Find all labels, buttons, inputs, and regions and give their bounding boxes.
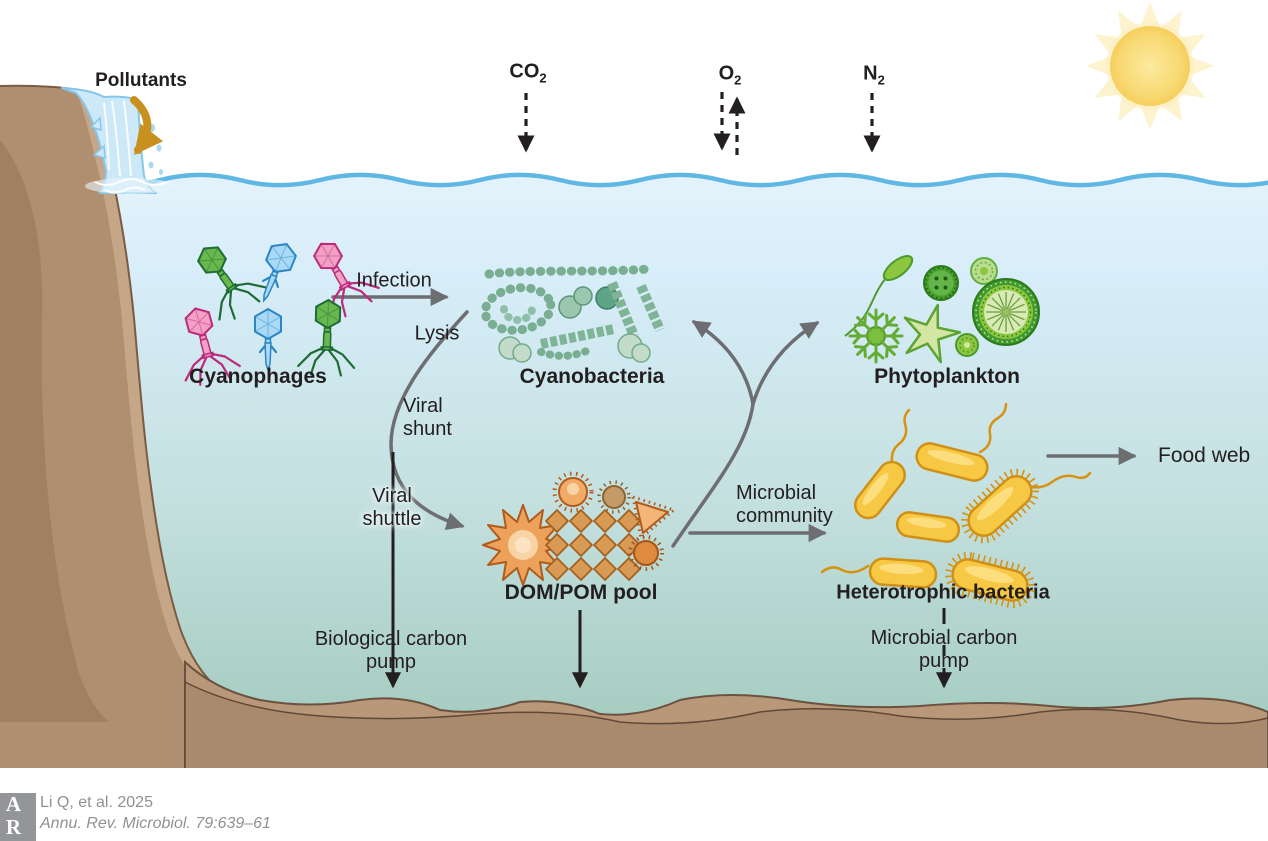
dom-particle-brown-icon [597, 480, 631, 514]
seafloor [184, 659, 1268, 770]
bottom-margin [0, 768, 1268, 841]
pom-lattice-icon [545, 509, 641, 581]
lysis-viral-shunt-arrow [389, 310, 469, 531]
n2-label: N2 [863, 62, 885, 88]
co2-label: CO2 [509, 60, 547, 86]
citation-authors: Li Q, et al. 2025 [40, 794, 153, 811]
dom-particle-icon [552, 471, 594, 513]
dom-particle-dark-icon [628, 535, 664, 571]
viral-shunt-label: Viral shunt [403, 395, 452, 441]
bacterium-rod-icon [895, 511, 961, 543]
pollutants-arrow [130, 96, 164, 156]
cyanobacteria-icons [480, 264, 665, 363]
bacterium-rod-icon [915, 442, 989, 482]
bacterium-hairy-icon [945, 551, 1035, 609]
infection-label: Infection [356, 269, 432, 292]
bacterium-rod-icon [868, 557, 938, 589]
community-to-phytoplankton-arrow [751, 321, 820, 406]
process-arrows [331, 287, 1137, 548]
food-web-label: Food web [1158, 444, 1251, 467]
water-surface-line [0, 172, 1268, 188]
snowflake-alga-icon [848, 308, 904, 364]
cyanobacteria-label: Cyanobacteria [519, 365, 665, 388]
diatom-small-icon [955, 333, 979, 357]
logo-letter-r: R [5, 815, 22, 839]
diatom-radial-icon [972, 278, 1040, 346]
gas-arrows [517, 92, 881, 155]
pollutants-label: Pollutants [95, 70, 187, 91]
dom-pom-icons [482, 471, 678, 586]
dom-star-icon [482, 504, 564, 586]
microbial-carbon-pump-label: Microbial carbon pump [870, 626, 1018, 672]
lysis-label: Lysis [414, 322, 460, 345]
cyanophages-label: Cyanophages [189, 365, 327, 388]
pom-triangle-icon [631, 494, 678, 541]
phytoplankton-label: Phytoplankton [874, 365, 1020, 388]
biological-carbon-pump-label: Biological carbon pump [314, 627, 468, 673]
phytoplankton-icons [844, 254, 1040, 364]
carbon-pump-arrows [384, 452, 953, 689]
microbial-community-label: Microbial community [736, 482, 833, 528]
citation-source: Annu. Rev. Microbiol. 79:639–61 [40, 815, 271, 832]
viral-shuttle-label: Viral shuttle [362, 484, 422, 530]
flagella [820, 402, 1092, 574]
heterotrophic-bacteria-label: Heterotrophic bacteria [836, 581, 1050, 604]
bacterium-hairy-icon [961, 468, 1039, 544]
star-alga-icon [903, 303, 962, 364]
heterotrophic-bacteria-icons [820, 402, 1092, 609]
diatom-dotted-icon [923, 265, 959, 301]
logo-letter-a: A [5, 792, 22, 816]
sun-icon [1086, 2, 1214, 130]
bacterium-rod-icon [854, 460, 906, 520]
dom-pom-pool-label: DOM/POM pool [504, 581, 658, 604]
o2-label: O2 [718, 62, 742, 88]
citation: Li Q, et al. 2025 Annu. Rev. Microbiol. … [40, 792, 271, 834]
water-body [0, 172, 1268, 770]
annual-reviews-logo: A R [0, 793, 36, 841]
diatom-ringed-icon [970, 257, 998, 285]
